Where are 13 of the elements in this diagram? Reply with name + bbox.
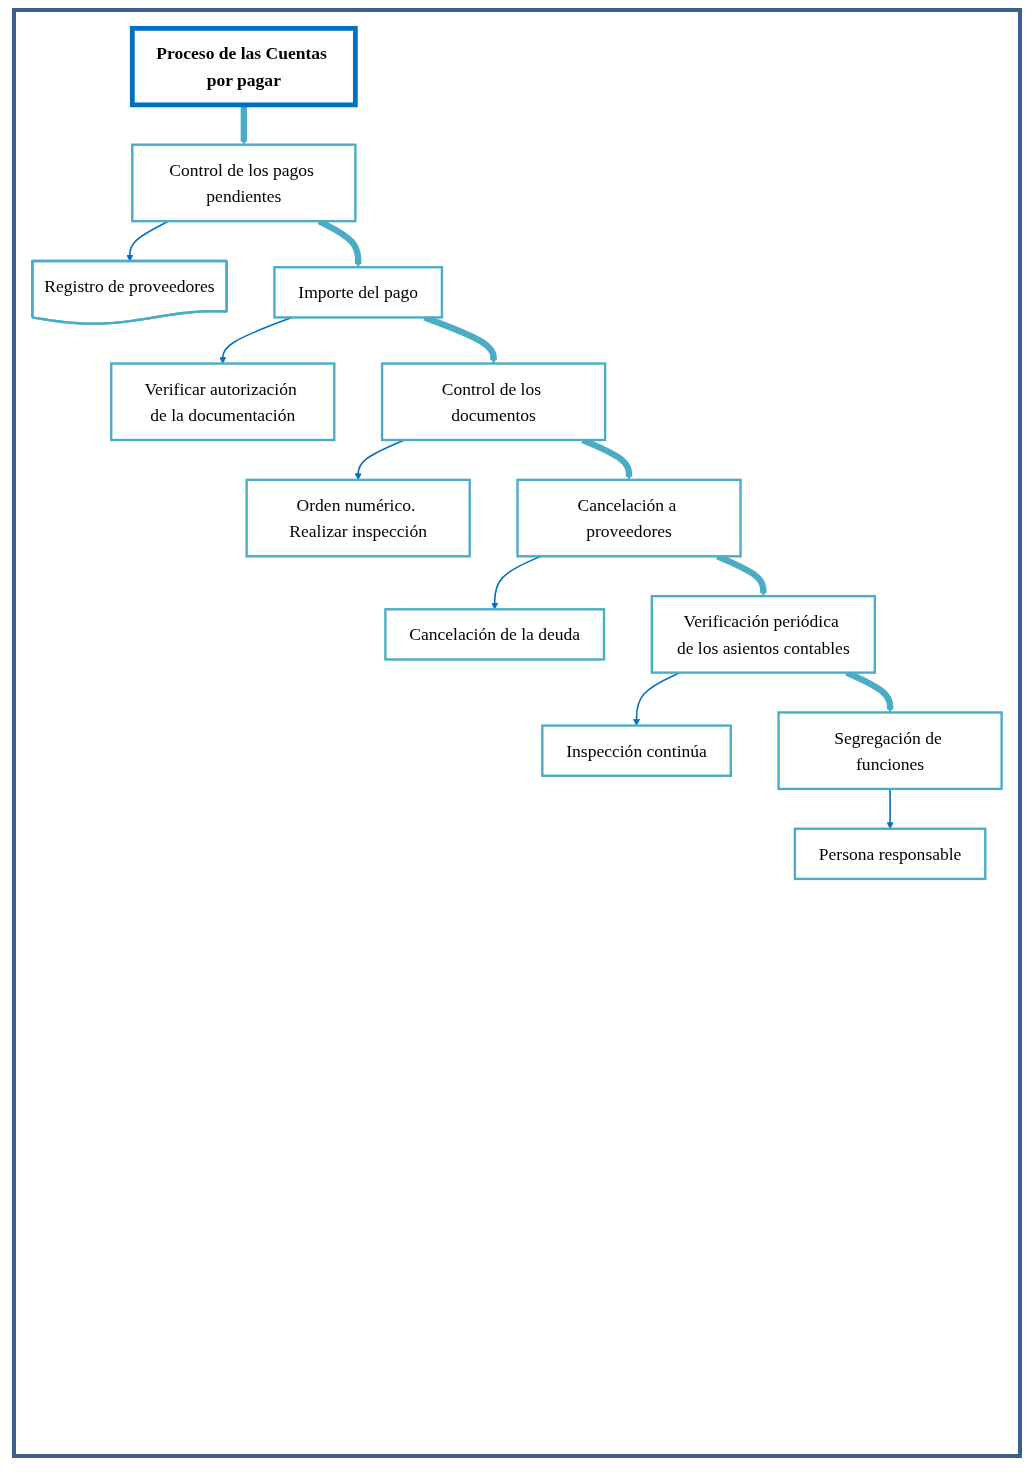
node-box: Segregación de funciones: [777, 711, 1003, 791]
node-box: Persona responsable: [793, 827, 987, 881]
node-box: Verificar autorización de la documentación: [110, 362, 336, 442]
node-box: Cancelación de la deuda: [384, 608, 606, 661]
arrow: [240, 104, 248, 145]
node-box: Cancelación a proveedores: [516, 478, 742, 558]
node-box: Verificación periódica de los asientos contables: [650, 594, 877, 674]
node-box: Proceso de las Cuentas por pagar: [129, 26, 358, 108]
node-box: Inspección continúa: [541, 724, 732, 777]
node-box: Control de los documentos: [380, 362, 607, 442]
node-box: Control de los pagos pendientes: [131, 143, 357, 223]
node-box: Importe del pago: [273, 266, 444, 319]
node-box: Orden numérico. Realizar inspección: [245, 478, 471, 558]
